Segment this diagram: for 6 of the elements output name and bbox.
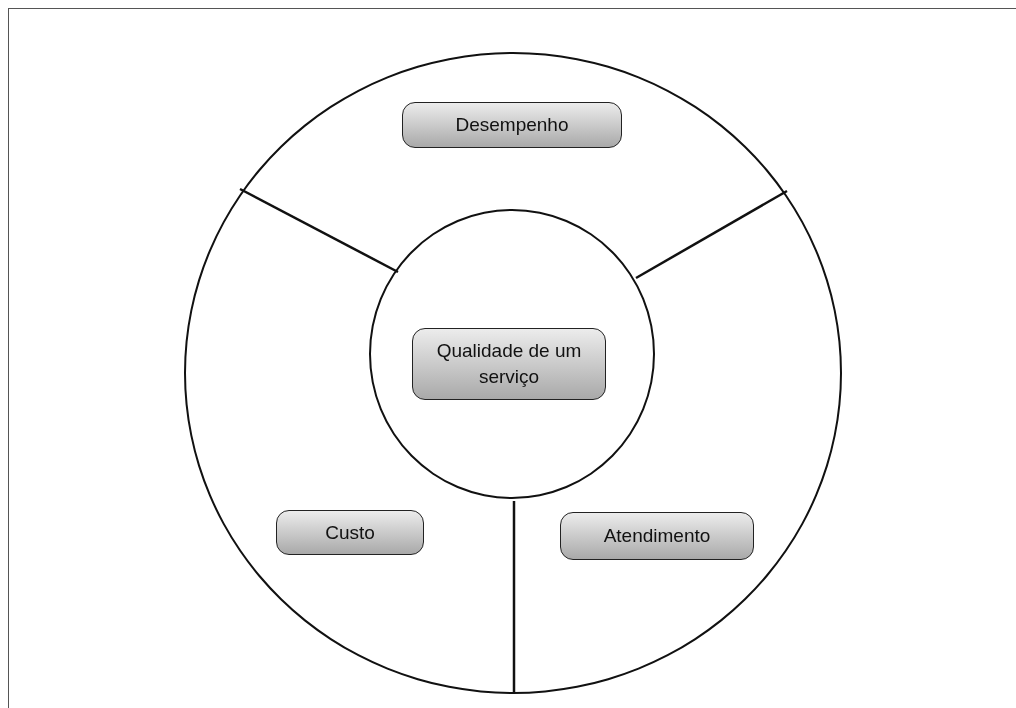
circle-shape xyxy=(369,209,655,499)
rounded-label-box: Qualidade de um serviço xyxy=(412,328,606,400)
rounded-label-box: Atendimento xyxy=(560,512,754,560)
rounded-label-box: Desempenho xyxy=(402,102,622,148)
rounded-label-box: Custo xyxy=(276,510,424,555)
circle-shape xyxy=(184,52,842,694)
